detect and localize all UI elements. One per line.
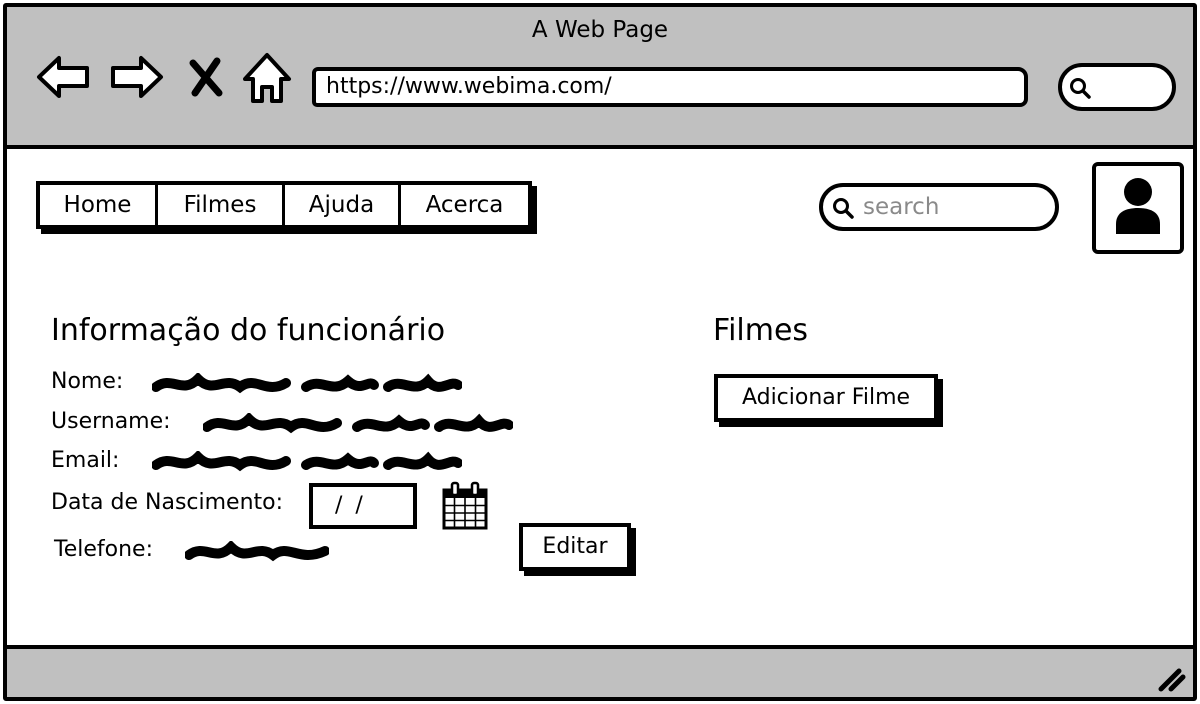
menu-item-filmes[interactable]: Filmes xyxy=(158,185,285,225)
add-movie-button[interactable]: Adicionar Filme xyxy=(714,374,938,422)
phone-label: Telefone: xyxy=(54,537,153,562)
browser-chrome: A Web Page https://www.webima.com/ xyxy=(7,7,1193,149)
calendar-button[interactable] xyxy=(442,481,488,531)
phone-value xyxy=(184,539,330,563)
search-input[interactable]: search xyxy=(819,183,1059,231)
search-icon xyxy=(833,198,854,219)
resize-grip-icon xyxy=(1158,668,1186,692)
search-placeholder: search xyxy=(863,194,940,220)
edit-button[interactable]: Editar xyxy=(519,523,631,571)
menu-item-home[interactable]: Home xyxy=(40,185,158,225)
address-bar[interactable]: https://www.webima.com/ xyxy=(312,67,1028,107)
movies-title: Filmes xyxy=(713,313,809,348)
home-button[interactable] xyxy=(239,49,295,105)
close-icon xyxy=(189,57,223,97)
birthdate-input[interactable]: / / xyxy=(309,483,417,529)
user-icon xyxy=(1116,178,1160,234)
menu-item-acerca[interactable]: Acerca xyxy=(425,192,504,218)
stop-button[interactable] xyxy=(183,49,229,105)
home-icon xyxy=(243,53,291,103)
forward-arrow-icon xyxy=(111,56,163,98)
name-label: Nome: xyxy=(51,369,124,394)
email-value xyxy=(151,449,463,473)
page-content: Home Filmes Ajuda Acerca search Informaç… xyxy=(7,153,1193,649)
status-bar xyxy=(7,645,1193,697)
main-menu: Home Filmes Ajuda Acerca xyxy=(36,181,532,229)
browser-window: A Web Page https://www.webima.com/ xyxy=(3,3,1197,701)
birthdate-label: Data de Nascimento: xyxy=(51,490,284,515)
username-value xyxy=(202,411,514,435)
forward-button[interactable] xyxy=(109,49,165,105)
user-avatar[interactable] xyxy=(1092,162,1184,254)
back-arrow-icon xyxy=(37,56,89,98)
menu-item-ajuda[interactable]: Ajuda xyxy=(285,185,401,225)
employee-info-title: Informação do funcionário xyxy=(51,313,446,348)
back-button[interactable] xyxy=(35,49,91,105)
username-label: Username: xyxy=(51,409,171,434)
name-value xyxy=(151,371,463,395)
search-icon xyxy=(1070,78,1091,99)
calendar-icon xyxy=(442,481,488,530)
resize-handle[interactable] xyxy=(1157,663,1187,693)
browser-search-field[interactable] xyxy=(1058,63,1176,111)
window-title: A Web Page xyxy=(531,17,669,43)
email-label: Email: xyxy=(51,448,120,473)
